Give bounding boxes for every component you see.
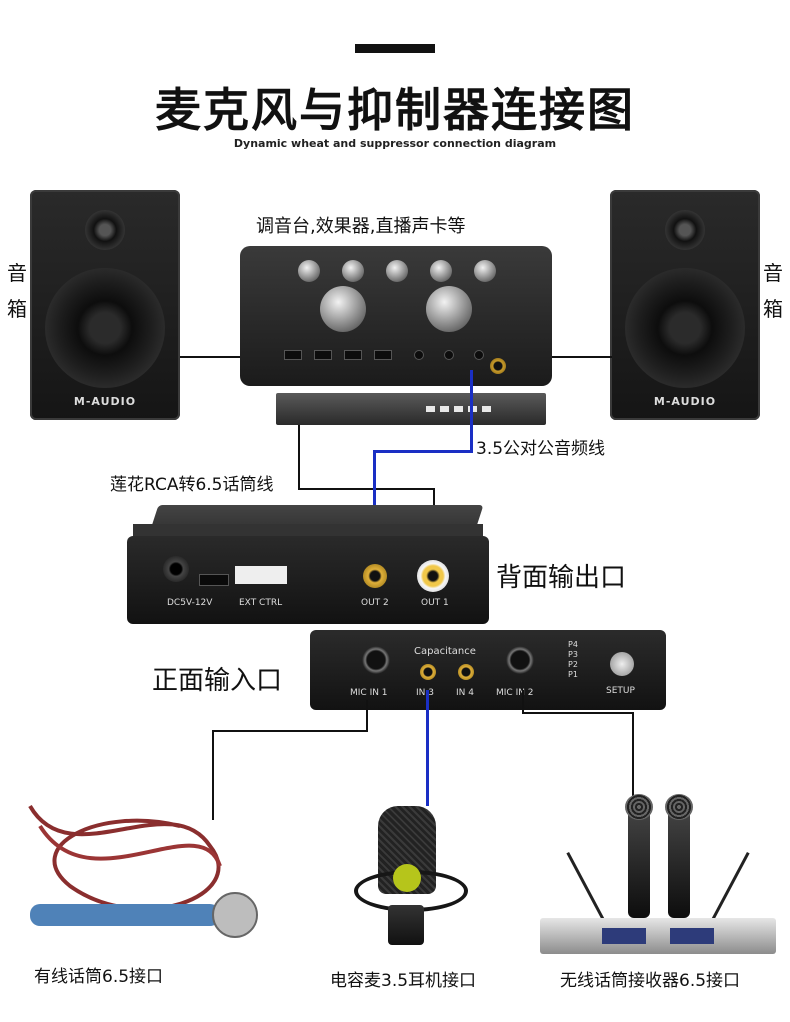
sound-card-port-3 <box>344 350 362 360</box>
wireless-mic-1 <box>625 794 653 918</box>
wireless-mic-1-head <box>625 794 653 820</box>
sound-card-gold-jack <box>490 358 506 374</box>
preset-p1: P1 <box>568 670 578 679</box>
wired-mic-cable-across <box>212 730 368 732</box>
page-title: 麦克风与抑制器连接图 <box>155 83 635 137</box>
mic-in2-label: MIC IN 2 <box>496 688 534 698</box>
left-speaker-label-char-2: 箱 <box>7 297 27 321</box>
power-jack <box>163 556 189 582</box>
capacitance-label: Capacitance <box>414 646 476 657</box>
right-speaker-brand: M-AUDIO <box>653 395 717 408</box>
aux-cable-down <box>470 370 473 452</box>
dsp-rear-panel: DC5V-12V EXT CTRL OUT 2 OUT 1 <box>127 536 489 624</box>
receiver-antenna-left <box>566 851 607 925</box>
sound-card-knob-5 <box>474 260 496 282</box>
rear-output-label: 背面输出口 <box>496 563 627 593</box>
receiver-antenna-right <box>709 851 750 925</box>
sound-card-port-5 <box>414 350 424 360</box>
condenser-logo-badge <box>393 864 421 892</box>
rack-processor <box>276 393 546 425</box>
wired-mic-cable-down <box>212 730 214 820</box>
sound-card-port-6 <box>444 350 454 360</box>
dsp-front-panel: Capacitance MIC IN 1 IN 3 IN 4 MIC IN 2 … <box>310 630 666 710</box>
receiver-screen-1 <box>602 928 646 944</box>
in3-jack <box>420 664 436 680</box>
sound-card-port-7 <box>474 350 484 360</box>
sound-card-knob-2 <box>342 260 364 282</box>
wireless-cable-down <box>632 712 634 800</box>
out1-label: OUT 1 <box>421 598 449 608</box>
usb-port <box>199 574 229 586</box>
preset-p4: P4 <box>568 640 578 649</box>
rack-button-3 <box>454 406 463 412</box>
left-speaker-cable <box>180 356 242 358</box>
out2-jack <box>363 564 387 588</box>
header-bar <box>355 44 435 53</box>
in3-label: IN 3 <box>416 688 434 698</box>
wired-mic-label: 有线话筒6.5接口 <box>34 967 164 987</box>
sound-card-knob-3 <box>386 260 408 282</box>
setup-button <box>610 652 634 676</box>
wireless-mic-2-head <box>665 794 693 820</box>
power-label: DC5V-12V <box>167 598 213 608</box>
setup-label: SETUP <box>606 686 635 696</box>
left-speaker-label-char-1: 音 <box>7 261 27 285</box>
in4-label: IN 4 <box>456 688 474 698</box>
in4-jack <box>458 664 474 680</box>
rack-button-2 <box>440 406 449 412</box>
wireless-cable-up <box>522 690 524 714</box>
out1-jack <box>417 560 449 592</box>
sound-card-big-knob-left <box>320 286 366 332</box>
mic-in1-jack <box>362 646 390 674</box>
condenser-mic-label: 电容麦3.5耳机接口 <box>330 971 477 991</box>
condenser-base <box>388 905 424 945</box>
mic-in2-jack <box>506 646 534 674</box>
receiver-screen-2 <box>670 928 714 944</box>
sound-card-device <box>240 246 552 386</box>
ext-ctrl-port <box>235 566 287 584</box>
condenser-cable <box>426 690 429 806</box>
right-speaker: M-AUDIO <box>610 190 760 420</box>
sound-card-big-knob-right <box>426 286 472 332</box>
wireless-receiver <box>540 918 776 954</box>
wired-mic-cable-up <box>366 700 368 732</box>
left-speaker-label: 音 箱 <box>6 255 28 327</box>
aux-cable-across <box>373 450 473 453</box>
rca-cable-label: 莲花RCA转6.5话筒线 <box>110 475 274 495</box>
ext-ctrl-label: EXT CTRL <box>239 598 283 608</box>
rca-cable-down <box>298 425 300 489</box>
right-speaker-cable <box>550 356 612 358</box>
right-speaker-label-char-2: 箱 <box>763 297 783 321</box>
wireless-mic-2 <box>665 794 693 918</box>
preset-p2: P2 <box>568 660 578 669</box>
wired-microphone <box>28 805 258 938</box>
sound-card-knob-1 <box>298 260 320 282</box>
right-speaker-tweeter <box>665 210 705 250</box>
left-speaker-tweeter <box>85 210 125 250</box>
sound-card-port-row <box>274 350 504 366</box>
rca-cable-across <box>298 488 435 490</box>
sound-card-port-4 <box>374 350 392 360</box>
left-speaker: M-AUDIO <box>30 190 180 420</box>
sound-card-port-1 <box>284 350 302 360</box>
left-speaker-brand: M-AUDIO <box>73 395 137 408</box>
rack-button-5 <box>482 406 491 412</box>
right-speaker-label: 音 箱 <box>762 255 784 327</box>
preset-p3: P3 <box>568 650 578 659</box>
sound-card-knob-4 <box>430 260 452 282</box>
sound-card-port-2 <box>314 350 332 360</box>
mic-in1-label: MIC IN 1 <box>350 688 388 698</box>
left-speaker-woofer <box>45 268 165 388</box>
right-speaker-label-char-1: 音 <box>763 261 783 285</box>
right-speaker-woofer <box>625 268 745 388</box>
wireless-cable-across <box>522 712 634 714</box>
wireless-receiver-label: 无线话筒接收器6.5接口 <box>560 971 741 991</box>
front-input-label: 正面输入口 <box>152 666 283 696</box>
aux-cable-label: 3.5公对公音频线 <box>476 439 606 459</box>
sound-card-caption: 调音台,效果器,直播声卡等 <box>256 216 466 237</box>
page-subtitle: Dynamic wheat and suppressor connection … <box>233 137 557 150</box>
rack-button-1 <box>426 406 435 412</box>
out2-label: OUT 2 <box>361 598 389 608</box>
preset-indicators: P4 P3 P2 P1 <box>568 640 578 680</box>
